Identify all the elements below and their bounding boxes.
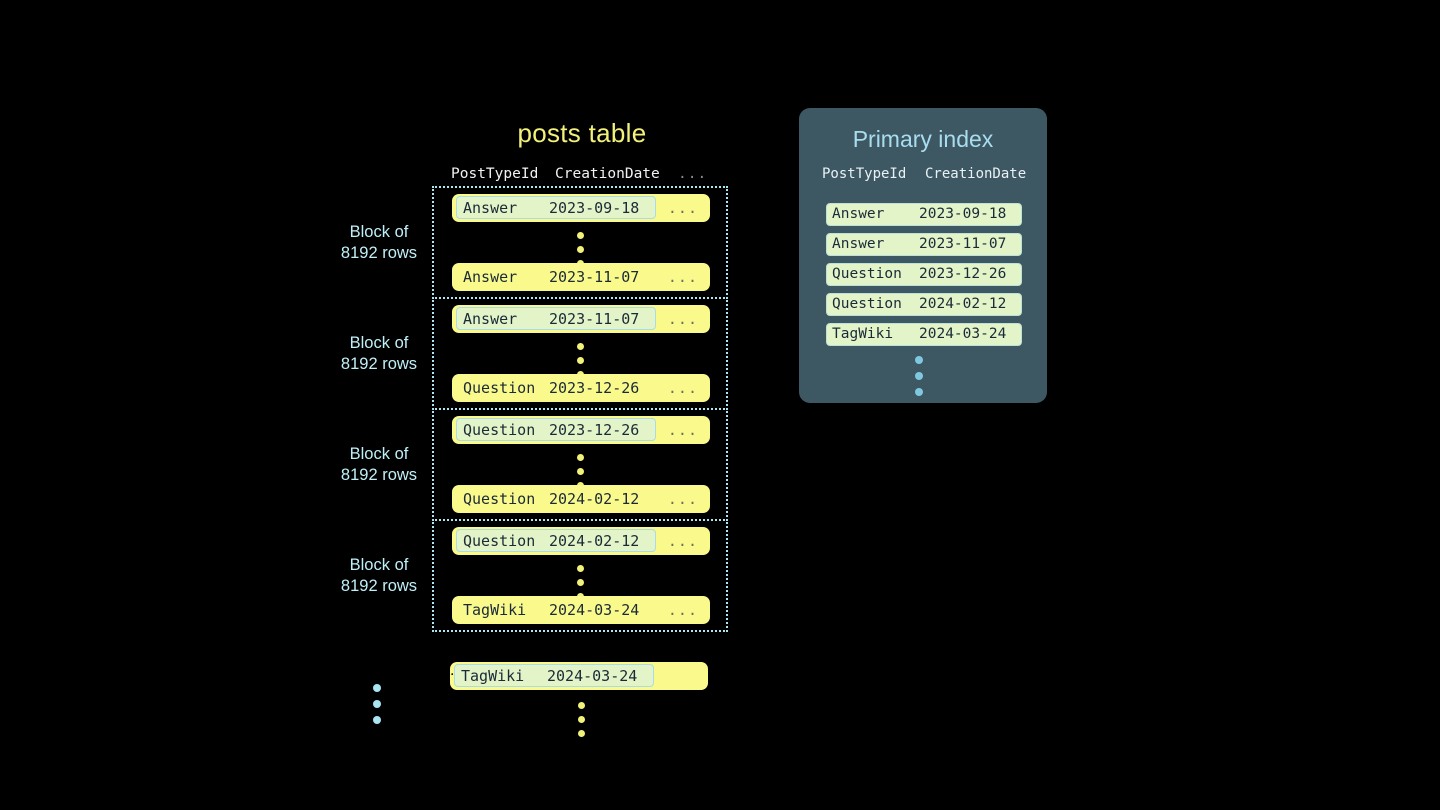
index-row: Question 2023-12-26 — [826, 263, 1022, 286]
primary-index-column-headers: PostTypeId CreationDate — [799, 166, 1047, 186]
cell-posttypeid: TagWiki — [463, 601, 527, 619]
column-header-creationdate: CreationDate — [925, 166, 1027, 182]
table-row: TagWiki 2024-03-24 ... — [452, 596, 710, 624]
cell-posttypeid: Answer — [832, 206, 885, 222]
table-row: Question 2023-12-26 ... — [452, 374, 710, 402]
table-block: Block of 8192 rows Question 2024-02-12 .… — [341, 519, 728, 632]
cell-posttypeid: Question — [463, 490, 536, 508]
row-highlight: Answer 2023-11-07 — [456, 307, 656, 330]
table-block: Block of 8192 rows Answer 2023-09-18 ...… — [341, 186, 728, 299]
cell-more: ... — [667, 601, 698, 619]
block-label: Block of 8192 rows — [340, 444, 418, 484]
cell-creationdate: 2023-11-07 — [919, 236, 1007, 252]
cell-more: ... — [667, 268, 698, 286]
cell-posttypeid: Question — [463, 421, 536, 439]
cell-posttypeid: Answer — [832, 236, 885, 252]
cell-posttypeid: Question — [463, 532, 536, 550]
column-header-posttypeid: PostTypeId — [451, 166, 539, 182]
cell-creationdate: 2024-02-12 — [919, 296, 1007, 312]
table-row: Answer 2023-11-07 ... — [452, 305, 710, 333]
cell-creationdate: 2023-12-26 — [549, 379, 640, 397]
block-label: Block of 8192 rows — [340, 222, 418, 262]
cell-posttypeid: Question — [463, 379, 536, 397]
row-highlight: Answer 2023-09-18 — [456, 196, 656, 219]
index-row: TagWiki 2024-03-24 — [826, 323, 1022, 346]
row-highlight: TagWiki 2024-03-24 — [454, 664, 654, 687]
cell-creationdate: 2024-03-24 — [547, 667, 638, 685]
table-row: Question 2023-12-26 ... — [452, 416, 710, 444]
row-highlight: Question 2024-02-12 — [456, 529, 656, 552]
cell-posttypeid: TagWiki — [461, 667, 525, 685]
cell-creationdate: 2024-03-24 — [919, 326, 1007, 342]
index-row: Question 2024-02-12 — [826, 293, 1022, 316]
row-highlight: Question 2023-12-26 — [456, 418, 656, 441]
blocks-continuation-dots — [373, 684, 381, 732]
column-header-more: ... — [678, 166, 708, 182]
cell-posttypeid: Question — [832, 266, 902, 282]
cell-creationdate: 2023-12-26 — [919, 266, 1007, 282]
cell-more: ... — [667, 310, 698, 328]
posts-table-title: posts table — [517, 118, 647, 148]
table-row: Answer 2023-09-18 ... — [452, 194, 710, 222]
index-row: Answer 2023-11-07 — [826, 233, 1022, 256]
cell-creationdate: 2023-12-26 — [549, 421, 640, 439]
block-label: Block of 8192 rows — [340, 555, 418, 595]
table-row: Answer 2023-11-07 ... — [452, 263, 710, 291]
column-header-posttypeid: PostTypeId — [822, 166, 907, 182]
table-row: TagWiki 2024-03-24 ... — [450, 662, 708, 690]
cell-more: ... — [667, 421, 698, 439]
cell-more: ... — [667, 490, 698, 508]
cell-more: ... — [667, 379, 698, 397]
table-bottom-ellipsis-dots — [578, 702, 585, 744]
index-row: Answer 2023-09-18 — [826, 203, 1022, 226]
table-row: Question 2024-02-12 ... — [452, 485, 710, 513]
cell-posttypeid: TagWiki — [832, 326, 894, 342]
posts-table-blocks: Block of 8192 rows Answer 2023-09-18 ...… — [332, 186, 732, 632]
table-block: Block of 8192 rows Question 2023-12-26 .… — [341, 408, 728, 521]
cell-posttypeid: Question — [832, 296, 902, 312]
block-label: Block of 8192 rows — [340, 333, 418, 373]
cell-posttypeid: Answer — [463, 199, 518, 217]
primary-index-ellipsis-dots — [915, 356, 923, 404]
cell-creationdate: 2024-02-12 — [549, 532, 640, 550]
column-header-creationdate: CreationDate — [555, 166, 660, 182]
table-row: Question 2024-02-12 ... — [452, 527, 710, 555]
cell-creationdate: 2024-03-24 — [549, 601, 640, 619]
primary-index-panel: Primary index PostTypeId CreationDate An… — [799, 108, 1047, 403]
cell-creationdate: 2023-11-07 — [549, 310, 640, 328]
primary-index-rows: Answer 2023-09-18 Answer 2023-11-07 Ques… — [826, 203, 1022, 353]
primary-index-title: Primary index — [852, 126, 994, 152]
cell-creationdate: 2024-02-12 — [549, 490, 640, 508]
cell-creationdate: 2023-09-18 — [549, 199, 640, 217]
posts-table-column-headers: PostTypeId CreationDate ... — [432, 166, 732, 186]
cell-more: ... — [667, 532, 698, 550]
cell-posttypeid: Answer — [463, 268, 518, 286]
cell-more: ... — [667, 199, 698, 217]
cell-creationdate: 2023-09-18 — [919, 206, 1007, 222]
cell-posttypeid: Answer — [463, 310, 518, 328]
table-block: Block of 8192 rows Answer 2023-11-07 ...… — [341, 297, 728, 410]
cell-creationdate: 2023-11-07 — [549, 268, 640, 286]
